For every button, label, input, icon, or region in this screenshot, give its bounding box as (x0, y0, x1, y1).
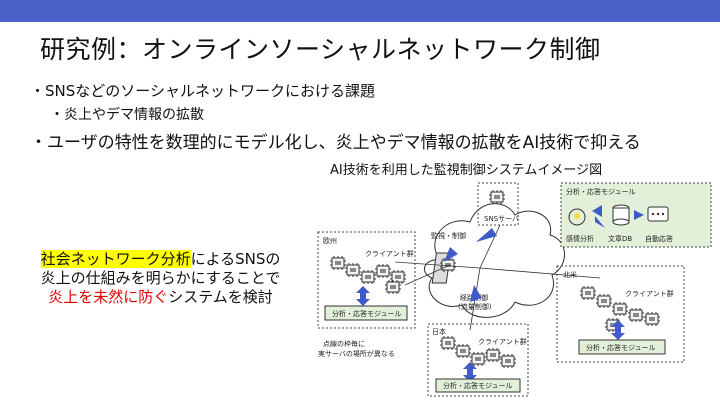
module-panel-title: 分析・応答モジュール (566, 187, 636, 196)
region-na-name: 北米 (563, 270, 577, 279)
region-japan-name: 日本 (432, 327, 446, 336)
chat-bubble-icon (647, 206, 669, 222)
region-na-module-label: 分析・応答モジュール (586, 343, 656, 352)
arrow-right-icon (595, 216, 605, 228)
red-text: 炎上を未然に防ぐ (48, 288, 169, 306)
region-europe-clients: クライアント群 (365, 249, 414, 258)
head-icon (568, 208, 586, 226)
summary-line2: 炎上の仕組みを明らかにすることで (40, 269, 281, 287)
region-europe-box (317, 231, 416, 329)
module-label-sentiment: 感情分析 (566, 234, 594, 243)
client-chip-icon (595, 293, 613, 309)
sns-server-chip-icon (488, 189, 506, 205)
slide-title: 研究例：オンラインソーシャルネットワーク制御 (40, 35, 601, 64)
client-chip-icon (484, 347, 502, 363)
region-europe-name: 欧州 (323, 236, 337, 245)
region-japan-module-label: 分析・応答モジュール (443, 381, 513, 390)
region-japan-box (427, 323, 529, 397)
network-links (394, 224, 601, 331)
client-chip-icon (384, 279, 402, 295)
monitor-label: 監視・制御 (431, 231, 466, 240)
bullet-1: ・SNSなどのソーシャルネットワークにおける課題 (30, 82, 375, 100)
client-chip-icon (579, 285, 597, 301)
bullet-3: ・ユーザの特性を数理的にモデル化し、炎上やデマ情報の拡散をAI技術で抑える (30, 133, 641, 153)
highlight-text: 社会ネットワーク分析 (40, 250, 191, 268)
region-europe-module (324, 305, 408, 321)
client-chip-icon (611, 301, 629, 317)
summary-text: 社会ネットワーク分析によるSNSの 炎上の仕組みを明らかにすることで 炎上を未然… (8, 250, 313, 307)
arrow-monitor-icon (444, 247, 458, 262)
module-label-reply: 自動応答 (645, 234, 673, 243)
module-label-db: 文章DB (608, 234, 632, 243)
client-chip-icon (359, 269, 377, 285)
arrow-to-sns-icon (476, 228, 497, 242)
client-chip-icon (439, 335, 457, 351)
client-chip-icon (643, 311, 661, 327)
database-icon (612, 204, 630, 226)
arrow-routing-icon (470, 285, 482, 302)
region-na-module (578, 339, 666, 355)
sns-server-box (477, 182, 519, 226)
client-chip-icon (499, 353, 517, 369)
summary-line3-rest: システムを検討 (168, 288, 273, 306)
arrow-left-icon (592, 205, 602, 217)
diagram-caption: AI技術を利用した監視制御システムイメージ図 (330, 163, 603, 178)
client-chip-icon (469, 351, 487, 367)
client-chip-icon (454, 343, 472, 359)
diagram-note-2: 実サーバの場所が異なる (318, 349, 395, 358)
region-japan-clients: クライアント群 (478, 337, 527, 346)
routing-label-2: (流量制御) (458, 302, 492, 311)
region-europe-module-label: 分析・応答モジュール (332, 309, 402, 318)
arrow-db-icon (634, 210, 644, 220)
region-na-clients: クライアント群 (625, 289, 674, 298)
client-chip-icon (329, 255, 347, 271)
updown-arrow-icon (356, 286, 370, 306)
summary-line1-rest: によるSNSの (190, 250, 281, 268)
client-chip-icon (627, 307, 645, 323)
top-bar (0, 0, 720, 22)
network-cloud (423, 203, 565, 318)
client-chip-icon (344, 262, 362, 278)
sns-server-label: SNSサーバ (484, 215, 519, 223)
region-japan-module (435, 378, 521, 393)
diagram-note-1: 点線の枠毎に (323, 339, 365, 348)
client-chip-icon (374, 263, 392, 279)
region-na-box (556, 265, 685, 363)
bullet-2: ・炎上やデマ情報の拡散 (50, 107, 204, 123)
